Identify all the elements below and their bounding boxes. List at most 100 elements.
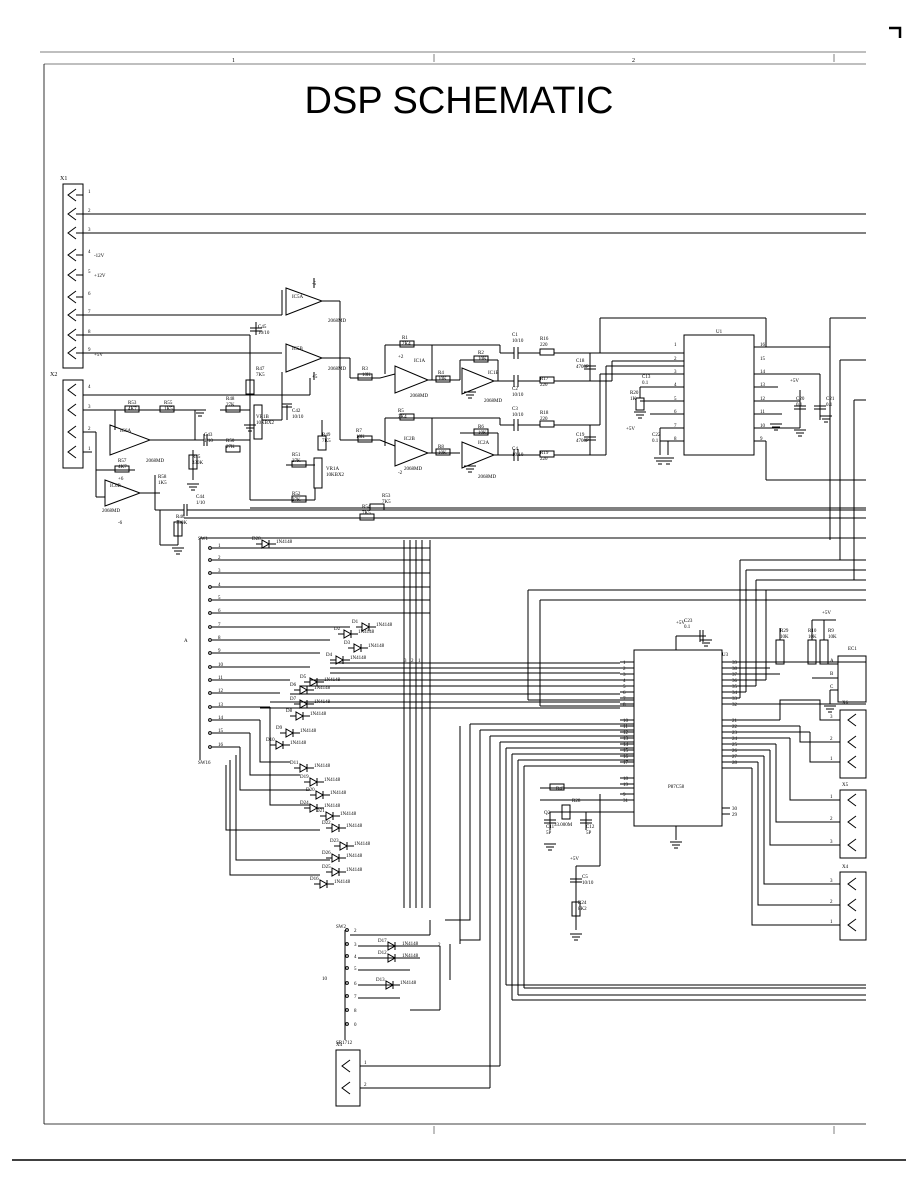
ic-u3-pin: 39 bbox=[732, 661, 738, 666]
resistor-ref: R50 bbox=[226, 439, 235, 444]
ic-u1-pin: 7 bbox=[674, 424, 677, 429]
ic-u3-pin: 7 bbox=[623, 697, 626, 702]
diode-ref: D13 bbox=[376, 978, 385, 983]
ic-u3-pin: 1 bbox=[623, 661, 626, 666]
switch-contact bbox=[345, 1022, 349, 1026]
ic-u1-pin: 3 bbox=[674, 370, 677, 375]
diode-part: 1N4148 bbox=[334, 880, 351, 885]
opamp-part: 2068MD bbox=[328, 319, 346, 324]
resistor-ref: R48 bbox=[226, 397, 235, 402]
connector-x6 bbox=[839, 709, 867, 779]
resistor-value: 1K5 bbox=[158, 481, 167, 486]
resistor-ref: R8 bbox=[438, 445, 444, 450]
connector-pin-chevron bbox=[847, 918, 857, 932]
capacitor-value: 0.1 bbox=[684, 625, 691, 630]
diode-ref: D25 bbox=[322, 865, 331, 870]
resistor-value: 220 bbox=[540, 343, 548, 348]
connector-x1-pin: 2 bbox=[88, 209, 91, 214]
switch-contact bbox=[345, 1008, 349, 1012]
diode-ref: D28 bbox=[252, 537, 261, 542]
connector-pin-chevron bbox=[847, 755, 857, 769]
diode bbox=[331, 823, 341, 833]
ground-icon bbox=[634, 411, 646, 419]
switch-contact bbox=[345, 994, 349, 998]
switch-sw2-end: SR1712 bbox=[336, 1041, 353, 1046]
capacitor-ref: C2 bbox=[512, 387, 518, 392]
connector-pin-chevron bbox=[67, 188, 77, 202]
capacitor-ref: C12 bbox=[586, 825, 595, 830]
ic-u1-pin: 10 bbox=[760, 424, 766, 429]
resistor-ref: R51 bbox=[292, 453, 301, 458]
capacitor-value: 10/10 bbox=[512, 339, 524, 344]
connector-pin-chevron bbox=[67, 268, 77, 282]
resistor-value: 1K5 bbox=[164, 407, 173, 412]
ic-u3-pin: 17 bbox=[623, 761, 629, 766]
supply-label: -6 bbox=[118, 521, 123, 526]
capacitor-value: 0.1 bbox=[642, 381, 649, 386]
connector-x5 bbox=[839, 789, 867, 859]
ground-icon bbox=[194, 409, 206, 417]
diode bbox=[275, 740, 285, 750]
switch-position: 15 bbox=[218, 729, 224, 734]
switch-position: 5 bbox=[218, 596, 221, 601]
ic-u1-pin: 5 bbox=[674, 397, 677, 402]
ic-u3-part: P87C58 bbox=[668, 785, 685, 790]
ic-u3-pin: 4 bbox=[623, 679, 626, 684]
resistor-ref: R1 bbox=[402, 336, 408, 341]
diode-ref: D7 bbox=[290, 697, 297, 702]
resistor-value: 4K7 bbox=[128, 407, 137, 412]
switch-position: 4 bbox=[354, 955, 357, 960]
connector-pin-number: 3 bbox=[830, 840, 833, 845]
diode-part: 1N4148 bbox=[310, 712, 327, 717]
resistor-ref: R2 bbox=[478, 351, 484, 356]
capacitor-ref: C19 bbox=[576, 433, 585, 438]
ic-u3-pin: 9 bbox=[623, 793, 626, 798]
connector-pin-chevron bbox=[847, 838, 857, 852]
switch-contact bbox=[208, 705, 212, 709]
connector-pin-number: 2 bbox=[830, 817, 833, 822]
switch-contact bbox=[208, 745, 212, 749]
ground-icon bbox=[700, 639, 712, 647]
switch-contact bbox=[208, 571, 212, 575]
connector-pin-chevron bbox=[67, 207, 77, 221]
ic-u3-pin: 27 bbox=[732, 755, 738, 760]
switch-position: 5 bbox=[354, 967, 357, 972]
supply-label: -2 bbox=[398, 471, 403, 476]
connector-ref: X4 bbox=[842, 865, 849, 870]
resistor-value: 7K5 bbox=[362, 511, 371, 516]
ic-u3-pin: 25 bbox=[732, 743, 738, 748]
switch-contact bbox=[208, 598, 212, 602]
capacitor-value: 4700P bbox=[576, 365, 589, 370]
capacitor-value: 1/10 bbox=[196, 501, 205, 506]
connector-pin-chevron bbox=[67, 425, 77, 439]
opamp-ref: IC2B bbox=[404, 437, 416, 442]
resistor-ref: R46 bbox=[176, 515, 185, 520]
supply-label: -12V bbox=[94, 254, 105, 259]
resistor-value: 27K bbox=[292, 459, 301, 464]
resistor-ref: R55 bbox=[164, 401, 173, 406]
resistor-value: 220 bbox=[540, 417, 548, 422]
ic-u3-pin: 2 bbox=[623, 667, 626, 672]
resistor-ref: R29 bbox=[780, 629, 789, 634]
diode-part: 1N4148 bbox=[314, 686, 331, 691]
switch-contact bbox=[345, 981, 349, 985]
ground-icon bbox=[244, 424, 256, 432]
connector-pin-number: 3 bbox=[830, 879, 833, 884]
opamp-ref: IC2A bbox=[478, 441, 490, 446]
resistor-value: 220 bbox=[540, 383, 548, 388]
ic-u3-pin: 31 bbox=[623, 799, 629, 804]
diode bbox=[315, 790, 325, 800]
resistor-value: 10K bbox=[362, 373, 371, 378]
ic-u1-pin: 13 bbox=[760, 383, 766, 388]
ic-u3-pin: 24 bbox=[732, 737, 738, 742]
bus-label: 3 bbox=[404, 659, 407, 664]
opamp-ref: IC1A bbox=[414, 359, 426, 364]
ground-icon bbox=[662, 457, 674, 465]
diode-ref: D4 bbox=[326, 653, 333, 658]
ic-u3-pin: 36 bbox=[732, 679, 738, 684]
switch-position: 2 bbox=[354, 929, 357, 934]
ic-u3-pin: 26 bbox=[732, 749, 738, 754]
encoder-ec1 bbox=[837, 655, 867, 703]
connector-pin-chevron bbox=[847, 735, 857, 749]
ic-u1-ref: U1 bbox=[716, 330, 723, 335]
